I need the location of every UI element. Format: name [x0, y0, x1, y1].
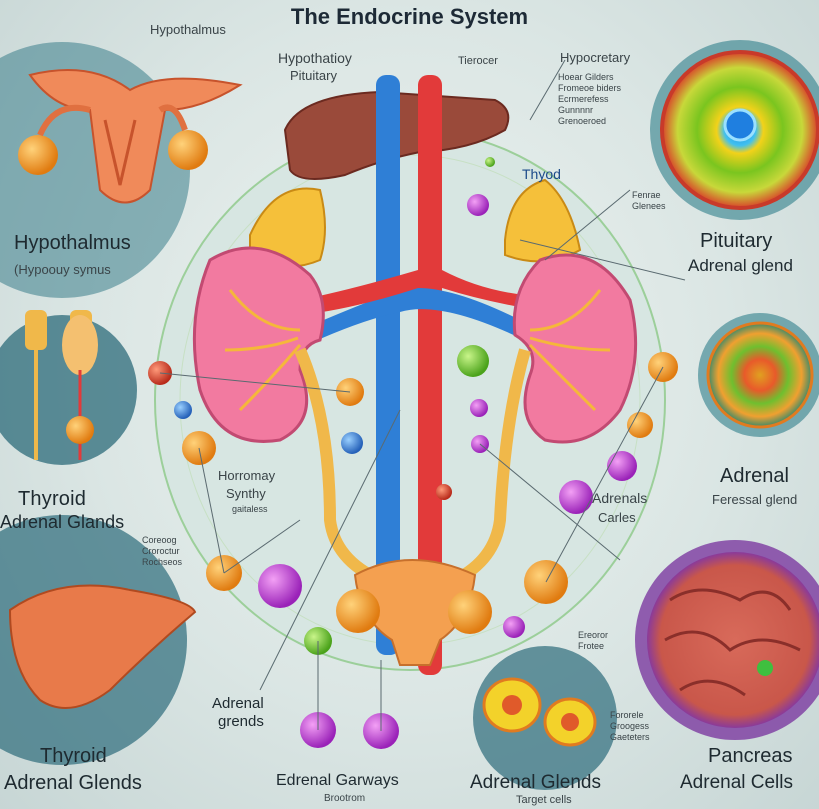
label-tiny-bottom-right: Ereoror Frotee	[578, 630, 609, 651]
label-pancreas: Pancreas	[708, 745, 793, 767]
kidney-left-icon	[192, 246, 325, 443]
pancreas-icon	[647, 552, 819, 728]
label-thyod: Thyod	[522, 166, 561, 182]
label-tiny-right: Fenrae Glenees	[632, 190, 666, 211]
page-title: The Endocrine System	[290, 4, 529, 29]
label-hormone-synthy-3: gaitaless	[232, 504, 268, 514]
label-pituitary-right: Pituitary	[700, 230, 773, 252]
connector-lines	[159, 59, 686, 731]
liver-bottom-left-icon	[8, 584, 197, 709]
label-tiny-top-right: Hoear Gilders Fromeoe biders Ecrmerefess…	[558, 72, 622, 126]
vena-cava-icon	[376, 75, 400, 655]
label-hormone-synthy-1: Horromay	[218, 468, 276, 483]
aorta-icon	[418, 75, 442, 675]
label-hypothalamus-left: Hypothalmus	[14, 232, 131, 254]
label-hormone-synthy-2: Synthy	[226, 486, 266, 501]
ureter-right-icon	[452, 348, 531, 586]
label-adrenal-right-sub: Feressal glend	[712, 492, 798, 507]
label-adrenals-sub: Carles	[598, 510, 636, 525]
uterus-icon	[18, 69, 243, 204]
label-hypocretary: Hypocretary	[560, 50, 631, 65]
label-top-center-2: Pituitary	[290, 68, 337, 83]
label-adrenal-grends-2: grends	[218, 713, 264, 730]
label-adrenal-glend-right: Adrenal glend	[688, 256, 793, 275]
label-top-center-1: Hypothatioy	[278, 50, 352, 66]
renal-vein-icon	[300, 288, 520, 348]
label-adrenal-gatways-sub: Brootrom	[324, 793, 366, 804]
label-adrenal-glends-bottom-left: Adrenal Glends	[4, 772, 142, 794]
renal-artery-icon	[300, 270, 525, 315]
label-thyroid-bottom-left: Thyroid	[40, 745, 107, 767]
label-adrenal-glands-left: Adrenal Glands	[0, 512, 125, 532]
label-target-cells: Target cells	[516, 794, 572, 806]
label-hypothalamus-left-sub: (Hypoouy symus	[14, 262, 111, 277]
label-adrenal-right: Adrenal	[720, 465, 789, 487]
thyroid-gland-icon	[25, 310, 98, 460]
label-adrenal-cells: Adrenal Cells	[680, 772, 793, 793]
label-top-center-3: Tierocer	[458, 55, 498, 67]
cell-right-mid-icon	[706, 321, 814, 429]
label-tiny-bottom-center: Fororele Groogess Gaeteters	[610, 710, 650, 742]
label-adrenal-glends-bottom: Adrenal Glends	[470, 772, 601, 793]
label-adrenal-grends-1: Adrenal	[212, 695, 264, 712]
hormone-spheres	[148, 157, 678, 749]
label-tiny-left: Coreoog Croroctur Rochseos	[142, 535, 183, 567]
label-adrenal-gatways: Edrenal Garways	[276, 772, 399, 789]
label-thyroid-left: Thyroid	[18, 488, 87, 510]
label-hypothalmus-top: Hypothalmus	[150, 22, 226, 37]
label-adrenals: Adrenals	[592, 490, 648, 506]
